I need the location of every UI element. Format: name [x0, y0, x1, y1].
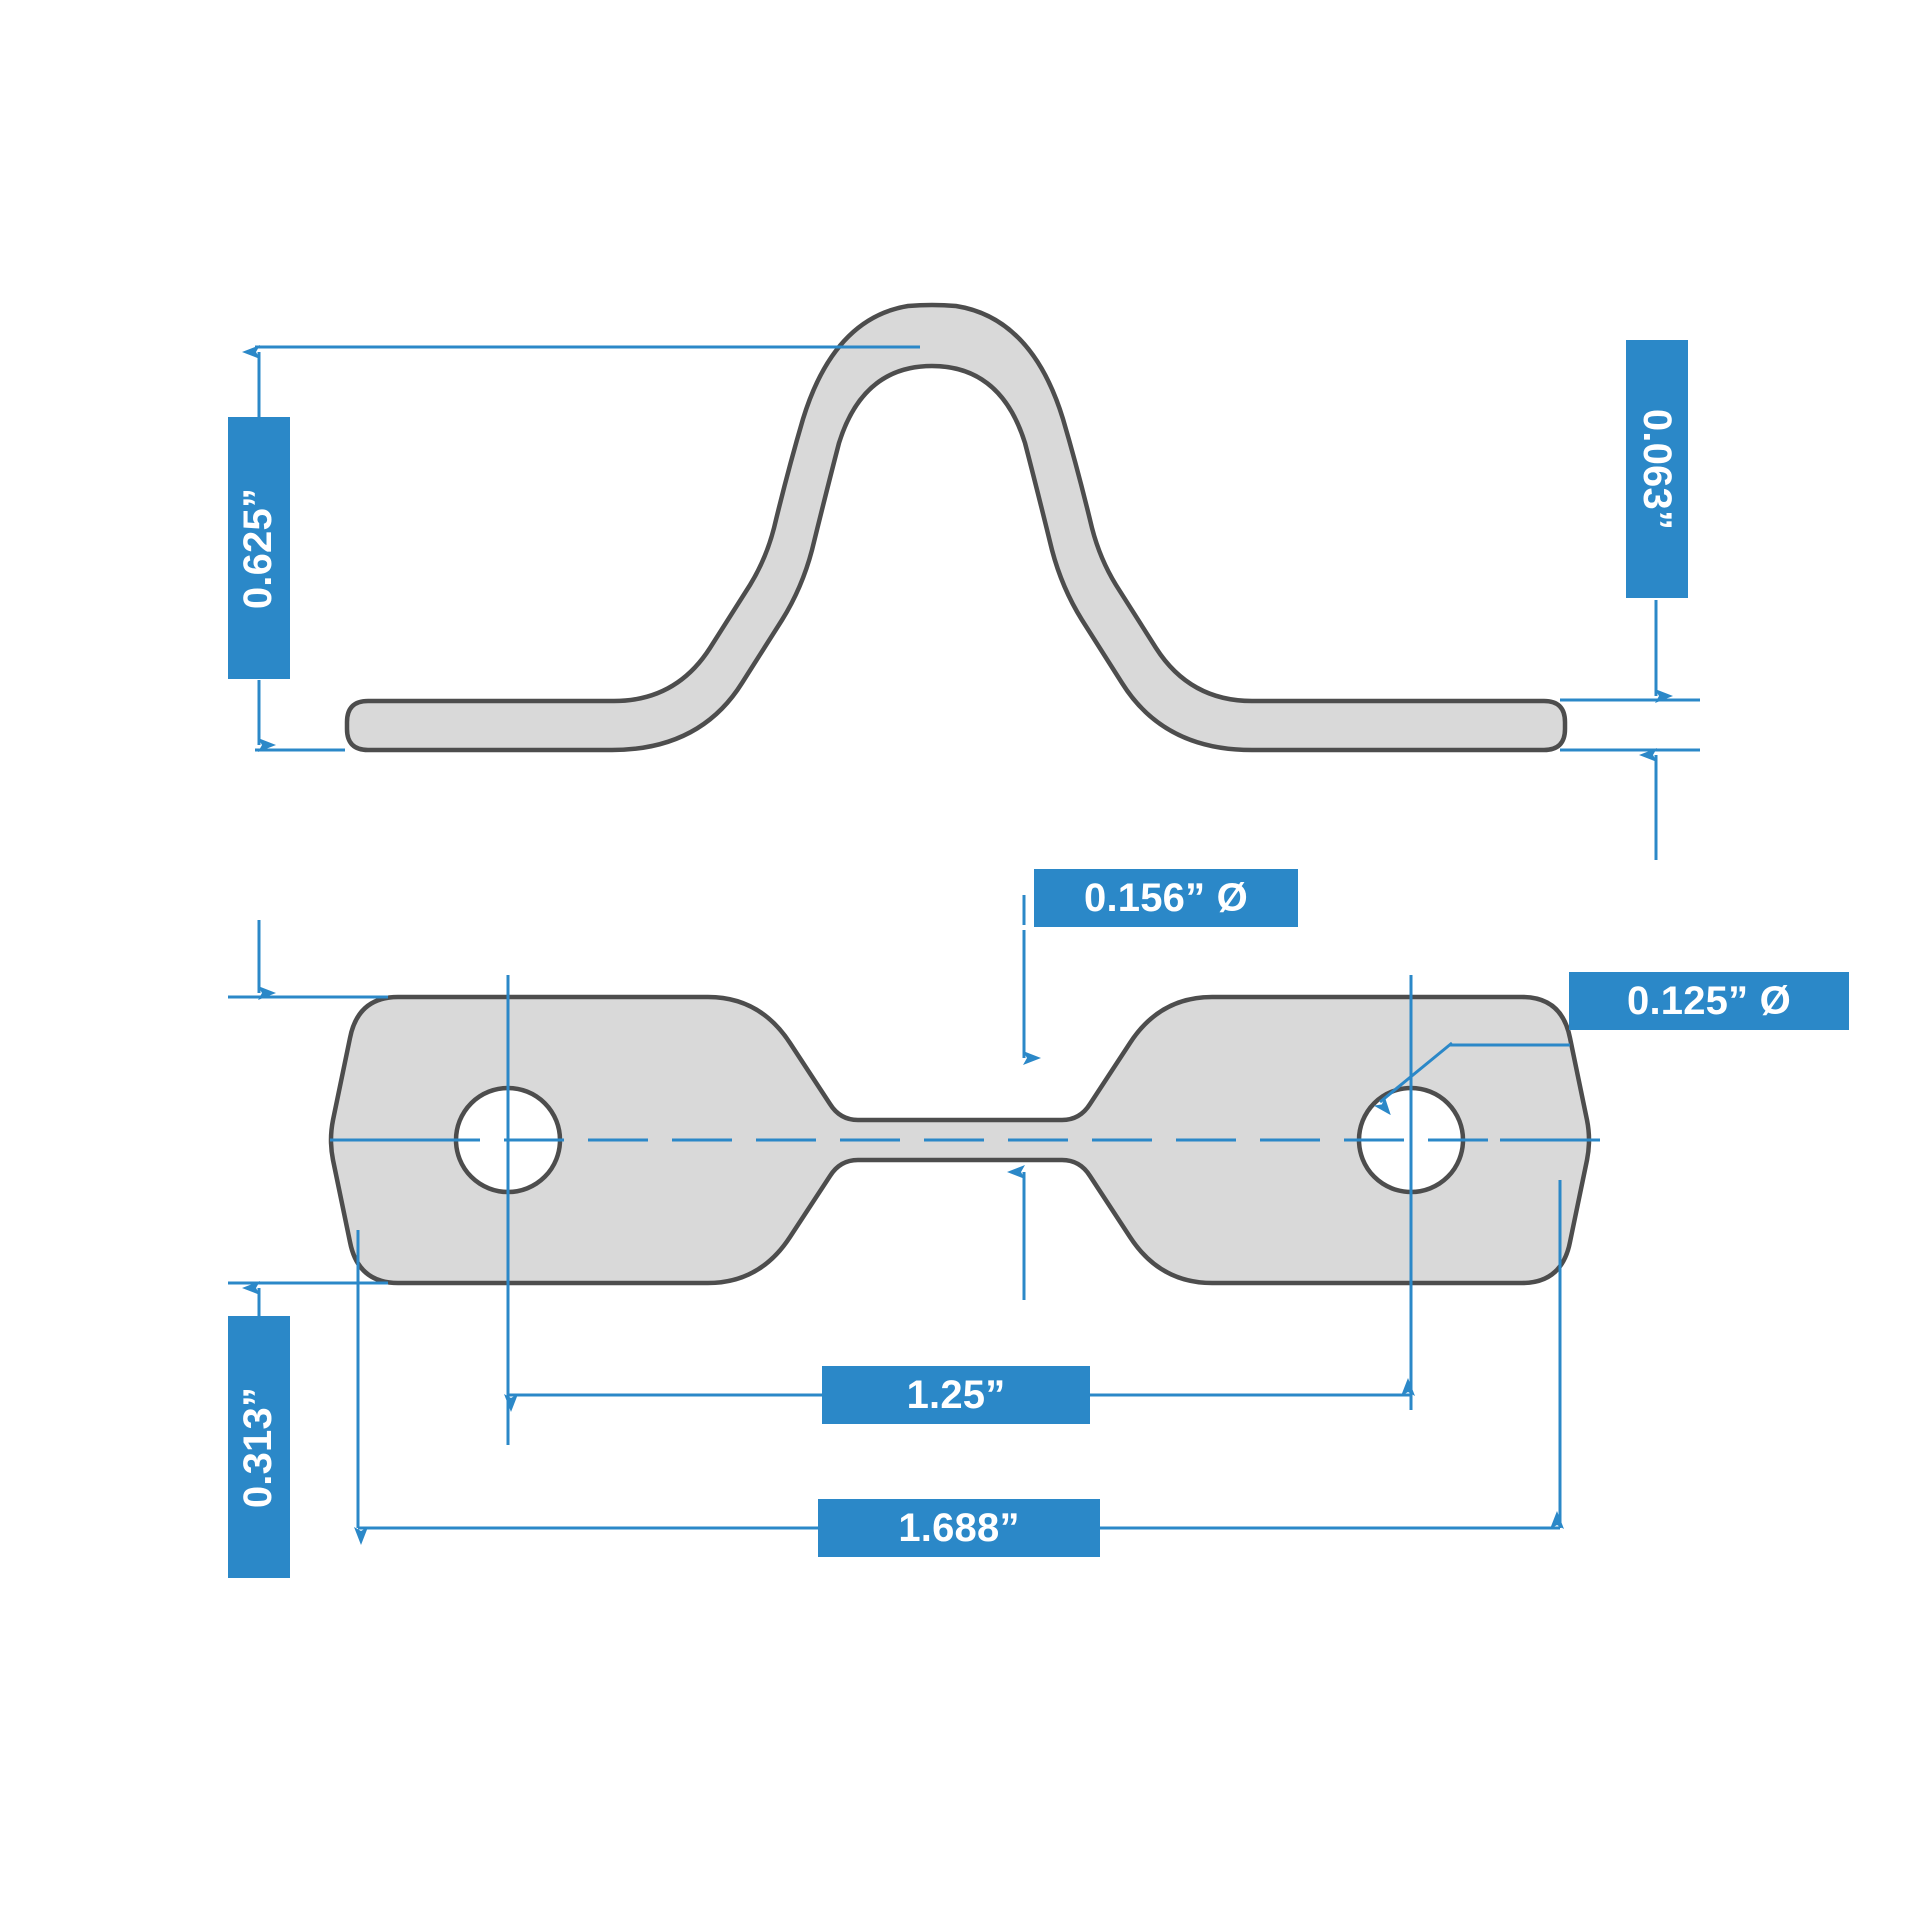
dim-label-hole-center-spacing: 1.25”: [822, 1366, 1090, 1424]
dim-label-waist-width-text: 0.156” Ø: [1084, 875, 1248, 920]
dim-label-material-thickness-text: 0.063”: [1635, 408, 1680, 530]
dim-thickness-leaders: [1560, 600, 1700, 860]
dim-hole-leaders: [1373, 1041, 1570, 1116]
dim-overall-height-leaders: [242, 345, 920, 752]
dim-label-waist-width: 0.156” Ø: [1034, 869, 1298, 927]
dim-label-hole-diameter-text: 0.125” Ø: [1627, 978, 1791, 1023]
dim-label-overall-height-text: 0.625”: [236, 487, 281, 609]
dim-label-hole-center-spacing-text: 1.25”: [906, 1372, 1006, 1417]
dim-waist-leaders: [1007, 895, 1041, 1300]
dim-label-overall-width-text: 0.313”: [236, 1386, 281, 1508]
dim-overall-length-leaders: [354, 1180, 1564, 1545]
dim-label-hole-diameter: 0.125” Ø: [1569, 972, 1849, 1030]
plan-centerlines: [330, 975, 1600, 1445]
elevation-part-outline: [344, 302, 1568, 753]
leader-arrow-to-hole: [1373, 1041, 1453, 1116]
dim-label-overall-width: 0.313”: [228, 1316, 290, 1578]
dim-label-overall-height: 0.625”: [228, 417, 290, 679]
dim-label-overall-length-text: 1.688”: [898, 1505, 1020, 1550]
dim-label-overall-length: 1.688”: [818, 1499, 1100, 1557]
elevation-part-shape: [344, 302, 1568, 753]
dim-label-material-thickness: 0.063”: [1626, 340, 1688, 598]
